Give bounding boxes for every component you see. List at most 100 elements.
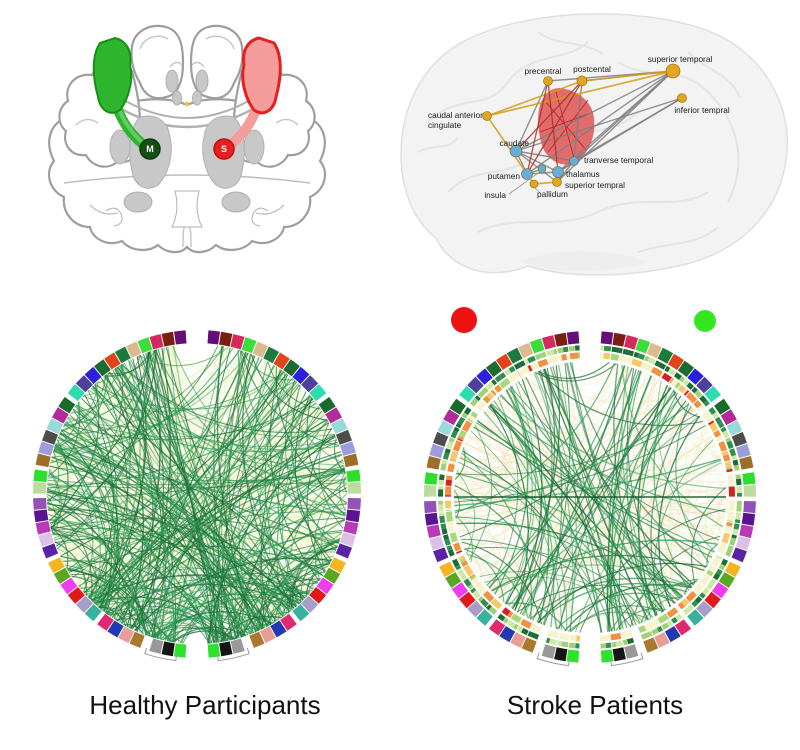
ring-segment — [459, 385, 476, 403]
inner-ring2-segment — [470, 397, 479, 407]
node-pallidum — [529, 179, 539, 189]
chord-link — [105, 433, 335, 614]
chord-link — [46, 351, 150, 502]
inner-ring3-segment — [459, 558, 467, 564]
chord-link — [565, 362, 672, 607]
inner-ring3-segment — [681, 598, 690, 607]
inner-ring2-segment — [615, 640, 623, 647]
chord-link — [88, 389, 338, 448]
chord-link — [455, 516, 663, 613]
ring-segment — [33, 509, 49, 523]
inner-ring3-segment — [669, 377, 674, 384]
ring-segment — [743, 501, 756, 514]
ring-segment — [429, 443, 445, 459]
chord-link — [458, 384, 668, 533]
ring-segment — [424, 512, 439, 526]
inner-ring3-segment — [485, 395, 491, 402]
ring-segment — [426, 524, 441, 539]
chord-link — [50, 526, 69, 569]
inner-ring2-segment — [524, 358, 530, 365]
inner-ring3-segment — [682, 388, 688, 395]
chord-link — [537, 562, 708, 623]
chord-link — [90, 387, 345, 470]
inner-ring3-segment — [661, 372, 672, 383]
inner-ring2-segment — [508, 365, 516, 373]
chord-link — [155, 349, 302, 603]
chord-link — [53, 358, 263, 540]
inner-ring3-segment — [446, 475, 453, 481]
ring-segment — [42, 543, 59, 559]
chord-link — [468, 424, 493, 560]
chord-link — [119, 346, 225, 623]
inner-ring2-segment — [568, 345, 576, 352]
chord-link — [229, 460, 344, 641]
ring-segment — [343, 453, 359, 468]
inner-ring2-segment — [657, 362, 667, 370]
chord-link — [55, 442, 347, 485]
inner-ring2-segment — [452, 558, 460, 568]
ring-segment — [735, 536, 751, 551]
ring-segment — [720, 409, 737, 426]
ring-segment — [541, 644, 556, 659]
chord-link — [459, 536, 500, 599]
chord-link — [293, 381, 347, 507]
ring-segment — [347, 498, 361, 510]
chord-link — [242, 582, 318, 638]
inner-ring2-segment — [443, 534, 449, 541]
inner-ring3-segment — [470, 575, 477, 581]
coronal-brain-panel: M S — [47, 24, 327, 254]
healthy-connectome — [32, 330, 362, 662]
inner-ring2-segment — [441, 459, 448, 465]
network-edge — [573, 80, 583, 162]
node-label2-cingulate: cingulate — [428, 120, 462, 130]
ring-segment — [46, 418, 64, 434]
chord-link — [333, 438, 346, 474]
inner-ring2-segment — [736, 492, 742, 497]
inner-ring3-segment — [457, 435, 464, 441]
inner-ring2-segment — [488, 606, 498, 615]
chord-link — [75, 404, 339, 453]
inner-ring2-segment — [518, 360, 526, 368]
inner-ring3-segment — [574, 352, 579, 359]
inner-ring3-segment — [693, 583, 704, 595]
inner-ring2-segment — [441, 528, 448, 535]
inner-ring3-segment — [610, 632, 622, 641]
chord-link — [626, 370, 657, 617]
inner-ring3-segment — [445, 486, 452, 496]
ring-segment — [714, 398, 731, 415]
node-label-inf_tempral: inferior tempral — [674, 105, 729, 115]
ring-segment — [467, 600, 484, 618]
ring-segment — [219, 641, 233, 657]
inner-ring3-segment — [445, 509, 452, 511]
inner-ring3-segment — [527, 365, 533, 372]
chord-link — [456, 468, 704, 574]
chord-link — [294, 395, 331, 564]
ring-segment — [424, 501, 437, 514]
network-edge — [515, 80, 583, 152]
chord-link — [312, 532, 343, 590]
chord-link — [98, 358, 145, 609]
inner-ring3-segment — [727, 475, 735, 486]
chord-link — [454, 515, 474, 563]
chord-link — [470, 390, 507, 433]
network-edges — [486, 70, 683, 185]
inner-ring3-segment — [644, 623, 650, 631]
chord-link — [169, 374, 289, 642]
inner-ring3-segment — [670, 607, 679, 616]
chord-link — [83, 362, 125, 397]
inner-ring2-segment — [736, 500, 742, 506]
inner-ring3-segment — [692, 590, 698, 596]
chord-link — [343, 475, 348, 493]
inner-ring3-segment — [722, 454, 731, 462]
inner-ring3-segment — [690, 396, 698, 404]
chord-link — [693, 453, 720, 571]
inner-ring2-segment — [574, 345, 580, 351]
inner-ring2-segment — [715, 568, 723, 576]
ring-segment — [340, 441, 356, 456]
ring-segment — [104, 352, 121, 370]
node-label-putamen: putamen — [488, 171, 521, 181]
network-edge — [515, 150, 558, 183]
inner-ring3-segment — [726, 468, 733, 473]
